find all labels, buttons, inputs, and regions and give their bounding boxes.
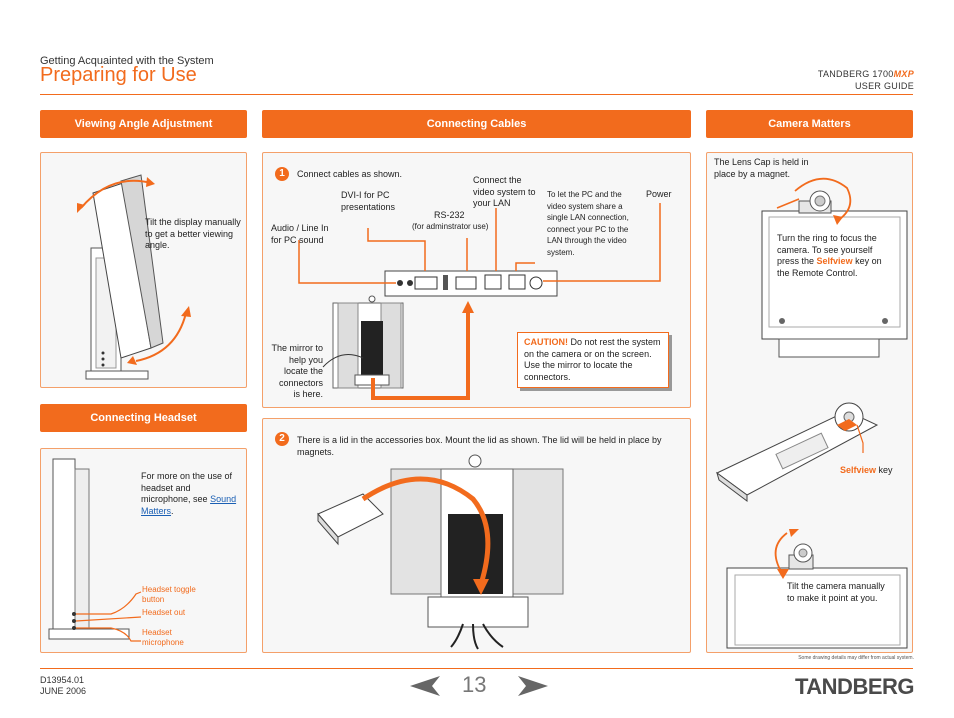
- lens-cap-text: The Lens Cap is held in place by a magne…: [714, 157, 809, 179]
- sound-matters-link[interactable]: Sound Matters: [141, 494, 237, 516]
- viewing-angle-panel: Tilt the display manually to get a bette…: [40, 152, 247, 388]
- dvi-label: DVI-I for PC presentations: [341, 190, 396, 212]
- headset-illustration: [48, 458, 142, 642]
- guide-label: USER GUIDE: [854, 81, 914, 91]
- header-rule: [40, 94, 913, 95]
- page-number: 13: [462, 672, 487, 697]
- footer-doc-info: D13954.01 JUNE 2006: [40, 675, 86, 697]
- selfview-key-inline: Selfview: [816, 256, 853, 266]
- headset-text: For more on the use of headset and micro…: [141, 471, 237, 517]
- caution-box: CAUTION! Do not rest the system on the c…: [517, 332, 669, 388]
- rs232-note: (for adminstrator use): [412, 222, 489, 231]
- headset-toggle-label: Headset toggle button: [142, 585, 196, 604]
- camera-illustrations: [716, 177, 908, 649]
- page-title: Preparing for Use: [40, 64, 197, 86]
- selfview-word: Selfview: [840, 465, 877, 475]
- next-page-icon[interactable]: [518, 676, 548, 696]
- viewing-angle-text: Tilt the display manually to get a bette…: [145, 217, 241, 250]
- camera-matters-bar: Camera Matters: [706, 110, 913, 138]
- product-mxp: MXP: [893, 69, 914, 79]
- selfview-key-label: Selfview key: [840, 465, 910, 477]
- section-title: Getting Acquainted with the System: [40, 55, 214, 67]
- camera-panel: The Lens Cap is held in place by a magne…: [706, 152, 913, 653]
- tandberg-logo: TANDBERG: [794, 674, 915, 699]
- step1-number: 1: [275, 167, 289, 181]
- selfview-key-suffix: key: [878, 465, 893, 475]
- headset-out-label: Headset out: [142, 608, 186, 617]
- share-lan-label: To let the PC and the video system share…: [547, 190, 629, 257]
- footer-rule: [40, 668, 913, 669]
- headset-mic-label: Headset microphone: [142, 628, 184, 647]
- prev-page-icon[interactable]: [410, 676, 440, 696]
- disclaimer: Some drawing details may differ from act…: [798, 655, 914, 661]
- connecting-cables-bar: Connecting Cables: [262, 110, 691, 138]
- power-label: Power: [646, 189, 672, 199]
- doc-id: D13954.01: [40, 675, 85, 685]
- doc-date: JUNE 2006: [40, 686, 87, 696]
- headset-text-end: .: [171, 505, 174, 516]
- focus-ring-text-2: key on the Remote Control.: [777, 256, 882, 278]
- headset-panel: For more on the use of headset and micro…: [40, 448, 247, 653]
- lan-label: Connect the video system to your LAN: [473, 175, 536, 208]
- cables-step2-panel: 2 There is a lid in the accessories box.…: [262, 418, 691, 653]
- focus-ring-text: Turn the ring to focus the camera. To se…: [777, 233, 887, 279]
- focus-ring-text-1: Turn the ring to focus the camera. To se…: [777, 233, 877, 266]
- step2-number: 2: [275, 432, 289, 446]
- viewing-angle-bar: Viewing Angle Adjustment: [40, 110, 247, 138]
- lid-illustration: [317, 454, 564, 650]
- cables-illustration: [298, 203, 661, 400]
- rs232-label: RS-232: [434, 210, 465, 220]
- connecting-headset-bar: Connecting Headset: [40, 404, 247, 432]
- headset-text-body: For more on the use of headset and micro…: [141, 471, 233, 504]
- product-name: TANDBERG 1700: [817, 69, 894, 79]
- audio-label: Audio / Line In for PC sound: [271, 223, 329, 245]
- mirror-label: The mirror to help you locate the connec…: [271, 343, 323, 399]
- caution-word: CAUTION!: [524, 337, 568, 347]
- step1-text: Connect cables as shown.: [297, 169, 403, 179]
- caution-text: Do not rest the system on the camera or …: [524, 337, 661, 382]
- display-tilt-illustration: [77, 174, 191, 380]
- step2-text: There is a lid in the accessories box. M…: [297, 435, 662, 457]
- tilt-camera-text: Tilt the camera manually to make it poin…: [787, 581, 885, 603]
- cables-step1-panel: 1 Connect cables as shown. Audio / Line …: [262, 152, 691, 408]
- product-label: TANDBERG 1700MXP USER GUIDE: [818, 68, 914, 92]
